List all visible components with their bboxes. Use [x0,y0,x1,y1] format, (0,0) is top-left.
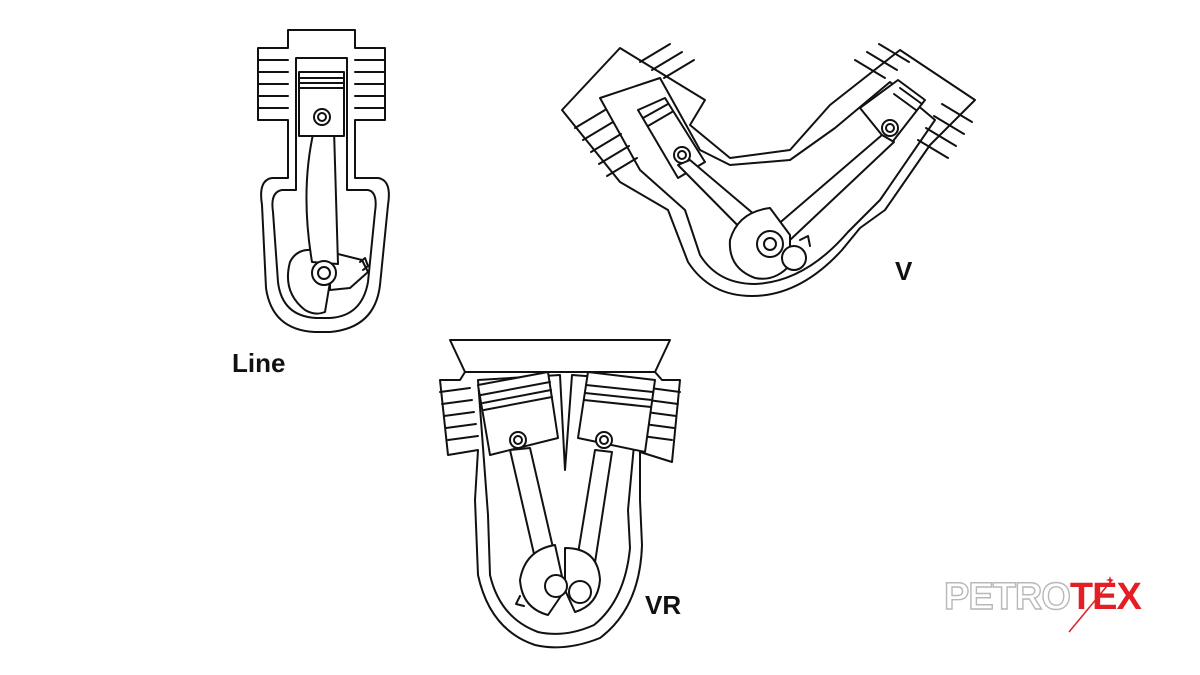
logo-text-part1: PETRO [943,576,1071,618]
v-piston-right [859,79,926,146]
vr-piston-right [577,371,656,453]
vr-cylinder-head [449,339,671,373]
inline-connecting-rod [305,129,339,265]
v-engine [561,43,976,297]
inline-block-outline [257,29,390,333]
inline-cooling-fins-left [257,59,289,109]
vr-crankcase-cavity [477,374,641,635]
v-crankcase-cavity [599,77,936,285]
logo-text-part2: TEX [1069,576,1142,618]
inline-cooling-fins-right [354,59,386,109]
v-cooling-fins-right [854,43,973,159]
vr-block-outline [439,371,681,649]
logo-star-icon [1068,576,1114,633]
petrotex-logo: PETROTEX [943,574,1142,636]
v-piston-left [637,97,706,179]
inline-piston [298,71,345,137]
label-vr: VR [645,590,682,620]
label-inline: Line [232,348,286,378]
vr-crank-pin-right [568,580,592,604]
inline-engine [257,29,390,333]
vr-piston-left [477,371,559,456]
label-v: V [895,256,913,286]
vr-cooling-fins-right [641,387,681,441]
v-block-outline [561,47,976,297]
inline-crankcase-cavity [271,57,377,319]
v-cooling-fins-left [574,43,695,177]
v-connecting-rod-right [775,134,895,241]
vr-engine [439,339,681,649]
vr-cooling-fins-left [439,387,479,441]
logo-wordmark: PETROTEX [943,576,1142,618]
vr-crank-pin-left [544,574,568,598]
